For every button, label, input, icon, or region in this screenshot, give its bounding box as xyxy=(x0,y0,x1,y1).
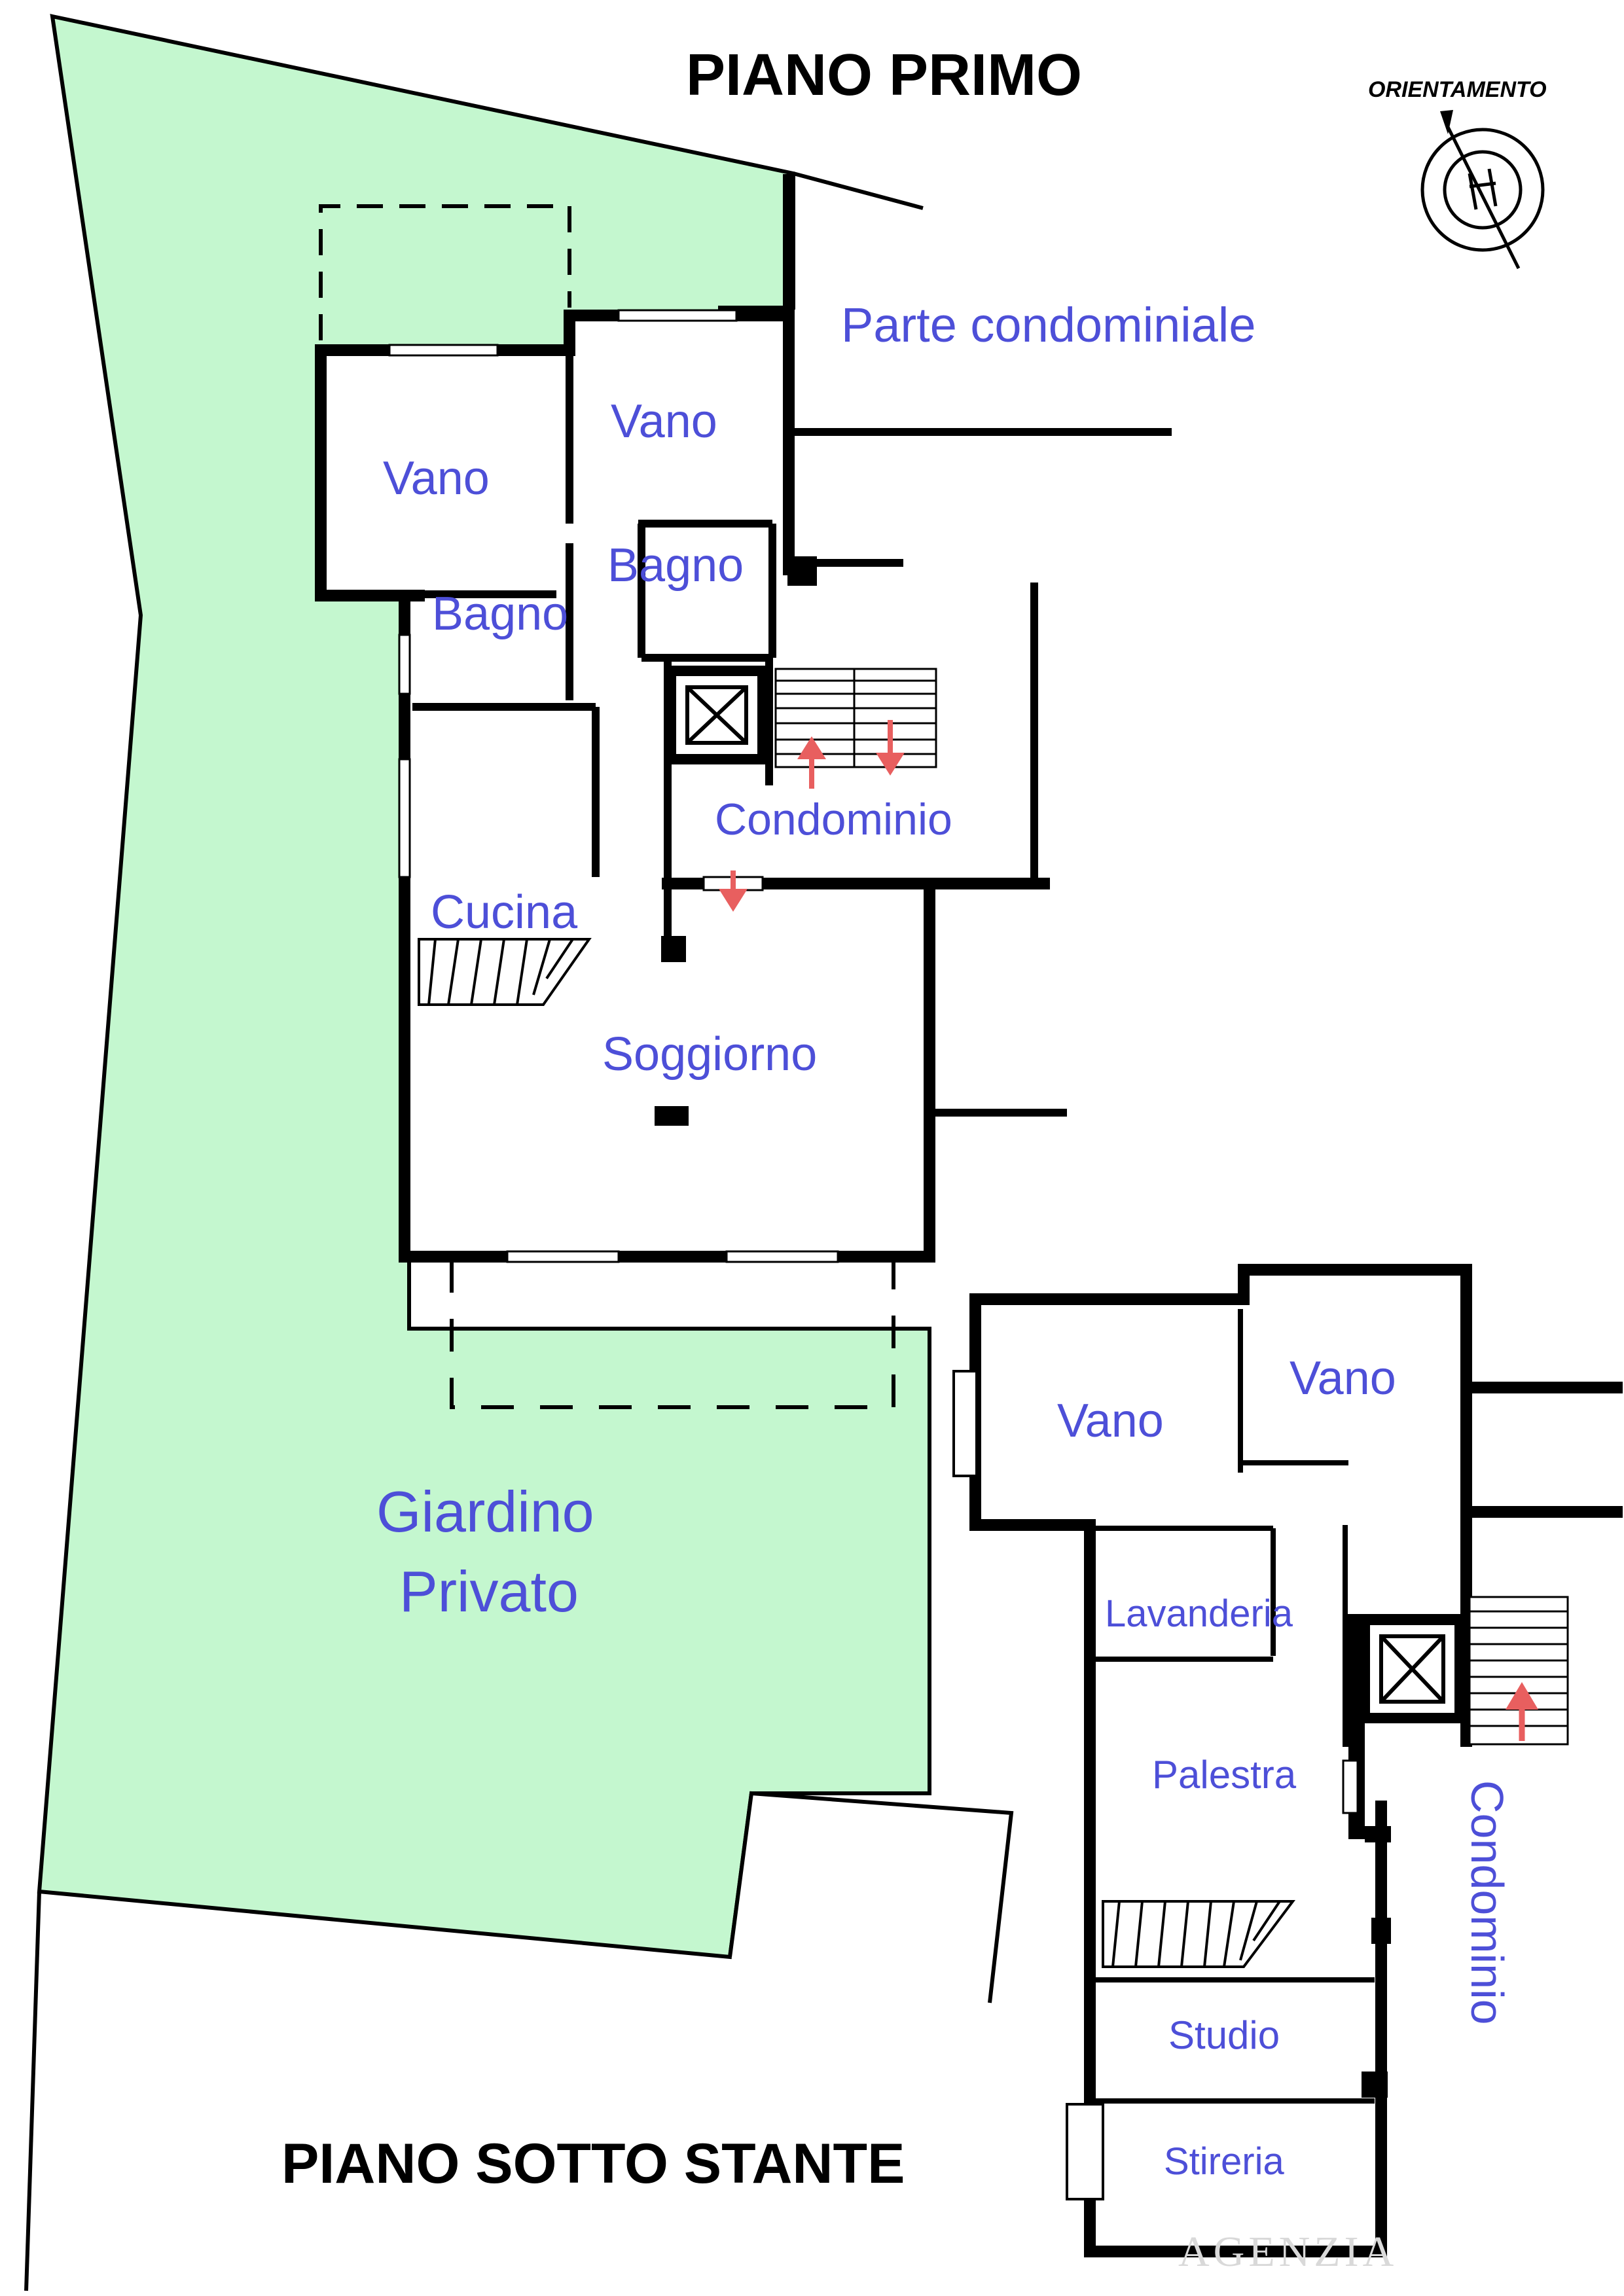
pillar xyxy=(655,1106,689,1126)
stairs-palestra xyxy=(1102,1900,1295,1968)
dashed-outline-top xyxy=(319,204,571,340)
room-label-condominio-lower: Condominio xyxy=(1462,1780,1513,2025)
compass-label: ORIENTAMENTO xyxy=(1368,77,1547,102)
stairs-upper-condominio xyxy=(774,668,937,768)
room-label-palestra: Palestra xyxy=(1152,1753,1297,1797)
garden-label-line1: Giardino xyxy=(376,1479,594,1544)
upper-floor-footprint xyxy=(321,315,929,1257)
agency-watermark: AGENZIA xyxy=(1178,2228,1398,2276)
room-label-lavanderia: Lavanderia xyxy=(1105,1592,1293,1635)
area-label-parte-condominiale: Parte condominiale xyxy=(841,298,1255,352)
room-label-soggiorno: Soggiorno xyxy=(602,1028,817,1081)
palestra-window xyxy=(1342,1759,1359,1814)
lower-floor-footprint xyxy=(975,1270,1466,2251)
room-label-stireria: Stireria xyxy=(1164,2140,1284,2183)
upper-floor-title: PIANO PRIMO xyxy=(686,43,1082,108)
upper-floor-windows xyxy=(388,309,839,1263)
boundary-wall-bottom xyxy=(728,1791,1014,2003)
lower-floor-windows xyxy=(952,1370,1104,2200)
north-compass-icon xyxy=(1420,110,1545,270)
lower-floor-title: PIANO SOTTO STANTE xyxy=(281,2132,905,2195)
room-label-vano-left: Vano xyxy=(383,452,490,505)
stairs-lower-condominio xyxy=(1468,1596,1569,1746)
room-label-cucina: Cucina xyxy=(431,886,578,939)
stairs-cucina xyxy=(418,938,592,1006)
lower-floor-interior-walls xyxy=(1090,1309,1375,2104)
pillar xyxy=(661,936,686,962)
room-label-bagno-upper: Bagno xyxy=(607,539,744,592)
pillar xyxy=(787,556,817,586)
garden-label-line2: Privato xyxy=(399,1559,579,1624)
elevator-shaft-upper xyxy=(666,666,768,764)
room-label-lower-vano-right: Vano xyxy=(1290,1352,1396,1405)
room-label-lower-vano-left: Vano xyxy=(1057,1395,1164,1447)
stairs-arrows-upper xyxy=(719,720,905,912)
dashed-outline-bottom xyxy=(450,1260,895,1409)
room-label-vano-right: Vano xyxy=(611,395,717,448)
room-label-condominio-upper: Condominio xyxy=(715,795,952,844)
plot-boundary-bottom-left xyxy=(24,1891,41,2291)
elevator-shaft-lower xyxy=(1360,1615,1465,1723)
room-label-bagno-lower: Bagno xyxy=(432,588,568,640)
stairs-arrow-lower xyxy=(1506,1682,1538,1741)
room-label-studio: Studio xyxy=(1168,2013,1280,2057)
plot-boundary-top xyxy=(793,171,924,210)
